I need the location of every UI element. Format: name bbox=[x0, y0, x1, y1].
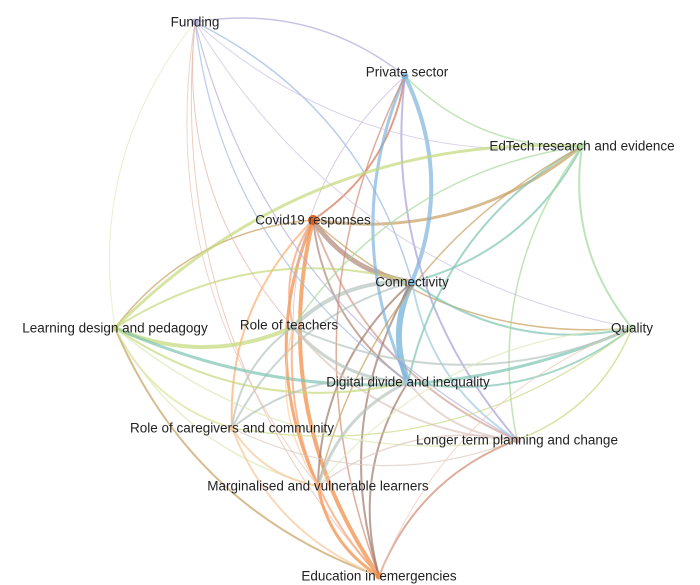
edge-connect-private bbox=[403, 75, 434, 283]
edge-edtech-marginal bbox=[317, 145, 583, 487]
node-label-private: Private sector bbox=[366, 65, 449, 80]
edge-funding-teachers bbox=[192, 21, 294, 328]
node-label-marginal: Marginalised and vulnerable learners bbox=[207, 479, 429, 494]
edge-digital-caregivers bbox=[231, 377, 409, 429]
node-label-digital: Digital divide and inequality bbox=[326, 375, 490, 390]
node-marginal[interactable] bbox=[314, 482, 322, 490]
node-private[interactable] bbox=[401, 72, 409, 80]
edge-teachers-caregivers bbox=[231, 326, 294, 429]
node-label-emerg: Education in emergencies bbox=[301, 569, 457, 584]
edge-funding-digital bbox=[194, 21, 409, 383]
edge-private-digital bbox=[371, 75, 410, 383]
edge-digital-quality bbox=[407, 327, 633, 388]
edge-funding-quality bbox=[194, 21, 633, 329]
node-label-caregivers: Role of caregivers and community bbox=[130, 421, 334, 436]
edge-teachers-quality bbox=[292, 326, 633, 366]
node-edtech[interactable] bbox=[578, 142, 586, 150]
edge-connect-quality bbox=[411, 281, 633, 336]
edge-learning-emerg bbox=[114, 327, 380, 577]
node-label-edtech: EdTech research and evidence bbox=[489, 139, 674, 154]
edge-connect-longer bbox=[411, 281, 518, 441]
edge-teachers-emerg bbox=[290, 326, 380, 577]
edge-covid-private bbox=[312, 75, 406, 221]
edge-learning-quality bbox=[114, 326, 633, 387]
edge-private-longer bbox=[400, 75, 518, 441]
edge-connect-caregivers bbox=[231, 281, 413, 429]
node-label-teachers: Role of teachers bbox=[240, 318, 339, 333]
node-label-covid: Covid19 responses bbox=[255, 213, 371, 228]
node-quality[interactable] bbox=[628, 324, 636, 332]
edge-edtech-learning bbox=[113, 143, 583, 330]
node-emerg[interactable] bbox=[375, 572, 383, 580]
node-label-connect: Connectivity bbox=[375, 275, 449, 290]
edge-funding-edtech bbox=[194, 21, 583, 150]
node-label-longer: Longer term planning and change bbox=[416, 433, 618, 448]
nodes-layer bbox=[111, 18, 636, 580]
edge-covid-digital bbox=[312, 219, 409, 383]
edge-digital-marginal bbox=[316, 380, 409, 487]
edge-longer-marginal bbox=[317, 434, 518, 487]
node-label-quality: Quality bbox=[611, 321, 653, 336]
node-label-learning: Learning design and pedagogy bbox=[22, 321, 208, 336]
edge-longer-quality bbox=[516, 327, 633, 441]
edge-caregivers-longer bbox=[231, 427, 518, 467]
edge-covid-quality bbox=[312, 219, 633, 331]
edge-edtech-digital bbox=[407, 145, 583, 383]
edge-funding-marginal bbox=[186, 21, 319, 487]
edge-private-edtech bbox=[404, 75, 583, 147]
edge-private-funding bbox=[194, 17, 406, 77]
edge-connect-edtech bbox=[411, 145, 583, 283]
edge-funding-learning bbox=[108, 21, 196, 329]
edge-funding-longer bbox=[194, 21, 518, 441]
node-learning[interactable] bbox=[111, 324, 119, 332]
node-longer[interactable] bbox=[513, 436, 521, 444]
edge-longer-emerg bbox=[378, 439, 518, 577]
node-digital[interactable] bbox=[404, 378, 412, 386]
edge-covid-emerg bbox=[297, 219, 381, 578]
edge-connect-learning bbox=[114, 267, 413, 329]
node-teachers[interactable] bbox=[289, 323, 297, 331]
edge-caregivers-quality bbox=[231, 327, 633, 437]
edge-edtech-teachers bbox=[292, 145, 583, 328]
node-caregivers[interactable] bbox=[228, 424, 236, 432]
edge-marginal-emerg bbox=[316, 485, 380, 578]
edge-connect-funding bbox=[194, 21, 413, 283]
edge-caregivers-marginal bbox=[231, 427, 319, 487]
edge-connect-marginal bbox=[317, 281, 413, 487]
edge-private-emerg bbox=[335, 75, 406, 577]
edge-teachers-marginal bbox=[285, 326, 319, 487]
edge-edtech-longer bbox=[508, 145, 583, 441]
node-funding[interactable] bbox=[191, 18, 199, 26]
edge-quality-marginal bbox=[317, 327, 633, 487]
node-covid[interactable] bbox=[308, 215, 318, 225]
node-label-funding: Funding bbox=[171, 15, 220, 30]
edge-caregivers-emerg bbox=[231, 427, 380, 577]
edge-connect-emerg bbox=[360, 281, 413, 577]
edges-layer bbox=[108, 17, 633, 578]
edge-connect-teachers bbox=[291, 279, 413, 329]
edge-learning-digital bbox=[114, 327, 409, 394]
node-connect[interactable] bbox=[408, 278, 416, 286]
edge-digital-emerg bbox=[368, 381, 409, 577]
edge-quality-emerg bbox=[378, 327, 633, 577]
edge-edtech-quality bbox=[578, 145, 633, 329]
edge-learning-longer bbox=[114, 327, 518, 447]
